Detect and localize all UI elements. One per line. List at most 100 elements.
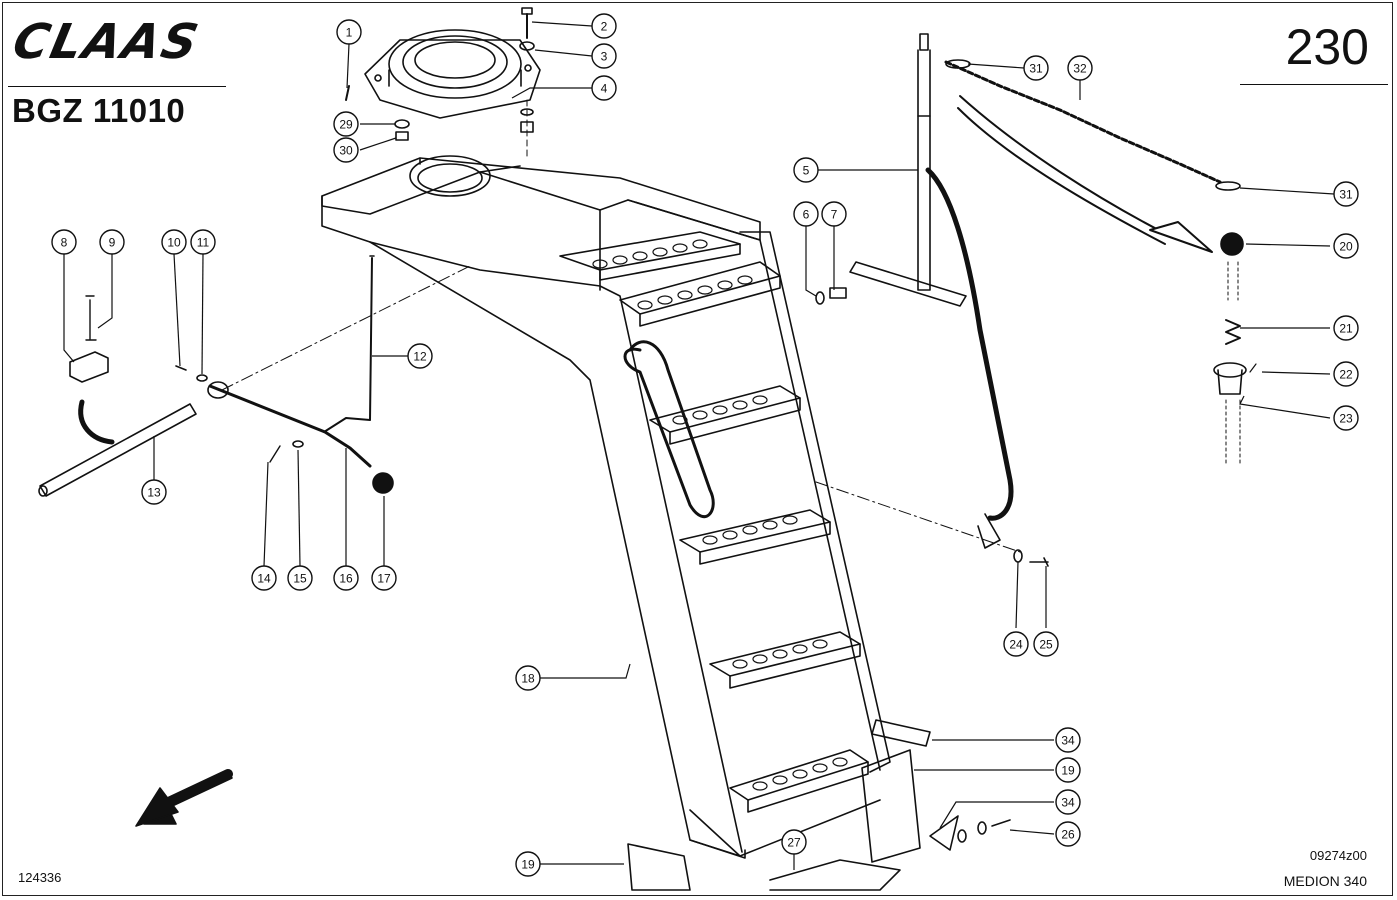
machine-model: MEDION 340 [1283, 873, 1367, 889]
callout-circle [161, 229, 187, 255]
ladder-steps [559, 231, 869, 813]
callout-circle [99, 229, 125, 255]
callout-number: 13 [147, 486, 161, 500]
figure-code: 09274z00 [1309, 848, 1367, 863]
callout-34: 34 [1055, 789, 1081, 815]
step-holes [592, 239, 848, 791]
callout-number: 34 [1061, 734, 1075, 748]
callout-number: 19 [1061, 764, 1075, 778]
callout-12: 12 [407, 343, 433, 369]
callout-number: 12 [413, 350, 427, 364]
callout-30: 30 [333, 137, 359, 163]
callout-circle [287, 565, 313, 591]
callout-number: 6 [803, 208, 810, 222]
callout-31: 31 [1023, 55, 1049, 81]
callout-number: 18 [521, 672, 535, 686]
chain-32-shape [944, 60, 1222, 184]
callout-circle [336, 19, 362, 45]
callout-circle [515, 665, 541, 691]
callout-circle [190, 229, 216, 255]
callout-number: 2 [601, 20, 608, 34]
callout-circle [793, 201, 819, 227]
callout-number: 9 [109, 236, 116, 250]
callout-26: 26 [1055, 821, 1081, 847]
callout-number: 17 [377, 572, 391, 586]
callout-circle [371, 565, 397, 591]
callout-circle [251, 565, 277, 591]
callout-13: 13 [141, 479, 167, 505]
callout-6: 6 [793, 201, 819, 227]
callout-circle [591, 13, 617, 39]
callout-circle [333, 565, 359, 591]
callout-21: 21 [1333, 315, 1359, 341]
callout-4: 4 [591, 75, 617, 101]
callout-number: 16 [339, 572, 353, 586]
callout-number: 14 [257, 572, 271, 586]
callout-24: 24 [1003, 631, 1029, 657]
callout-circle [333, 111, 359, 137]
callout-circle [793, 157, 819, 183]
plate-34-shape [871, 719, 931, 747]
callout-circle [1333, 315, 1359, 341]
callout-circle [1333, 181, 1359, 207]
callout-circle [1003, 631, 1029, 657]
callout-circle [1333, 405, 1359, 431]
callout-number: 8 [61, 236, 68, 250]
callout-8: 8 [51, 229, 77, 255]
callout-number: 21 [1339, 322, 1353, 336]
callout-number: 1 [346, 26, 353, 40]
callout-number: 24 [1009, 638, 1023, 652]
callout-circle [1033, 631, 1059, 657]
callout-number: 15 [293, 572, 307, 586]
callout-18: 18 [515, 665, 541, 691]
callout-number: 22 [1339, 368, 1353, 382]
callout-number: 25 [1039, 638, 1053, 652]
callout-number: 11 [197, 236, 210, 250]
callout-number: 27 [787, 836, 801, 850]
callout-25: 25 [1033, 631, 1059, 657]
callout-circle [51, 229, 77, 255]
callout-number: 19 [521, 858, 535, 872]
callout-31: 31 [1333, 181, 1359, 207]
callout-circle [781, 829, 807, 855]
plate-19-shape [861, 749, 921, 863]
callout-circle [1055, 789, 1081, 815]
callout-number: 32 [1073, 62, 1087, 76]
callout-7: 7 [821, 201, 847, 227]
lever-assembly [38, 255, 375, 497]
group-code: BGZ 11010 [12, 92, 186, 129]
callout-number: 4 [601, 82, 608, 96]
callout-27: 27 [781, 829, 807, 855]
callout-19: 19 [515, 851, 541, 877]
callout-number: 23 [1339, 412, 1353, 426]
callout-34: 34 [1055, 727, 1081, 753]
callout-2: 2 [591, 13, 617, 39]
callout-circle [821, 201, 847, 227]
callout-number: 31 [1339, 188, 1353, 202]
callout-15: 15 [287, 565, 313, 591]
knob-17-shape [372, 472, 394, 494]
callout-29: 29 [333, 111, 359, 137]
callout-circle [1055, 757, 1081, 783]
ladder-frame [321, 155, 891, 859]
callout-17: 17 [371, 565, 397, 591]
callout-number: 30 [339, 144, 353, 158]
callout-number: 20 [1339, 240, 1353, 254]
callout-22: 22 [1333, 361, 1359, 387]
callout-14: 14 [251, 565, 277, 591]
callout-circle [591, 75, 617, 101]
callout-3: 3 [591, 43, 617, 69]
document-number: 124336 [18, 870, 62, 885]
callout-number: 3 [601, 50, 608, 64]
callout-20: 20 [1333, 233, 1359, 259]
callout-10: 10 [161, 229, 187, 255]
page-number: 230 [1285, 19, 1369, 75]
callout-1: 1 [336, 19, 362, 45]
callout-circle [1067, 55, 1093, 81]
callout-16: 16 [333, 565, 359, 591]
callout-number: 34 [1061, 796, 1075, 810]
callout-number: 29 [339, 118, 353, 132]
